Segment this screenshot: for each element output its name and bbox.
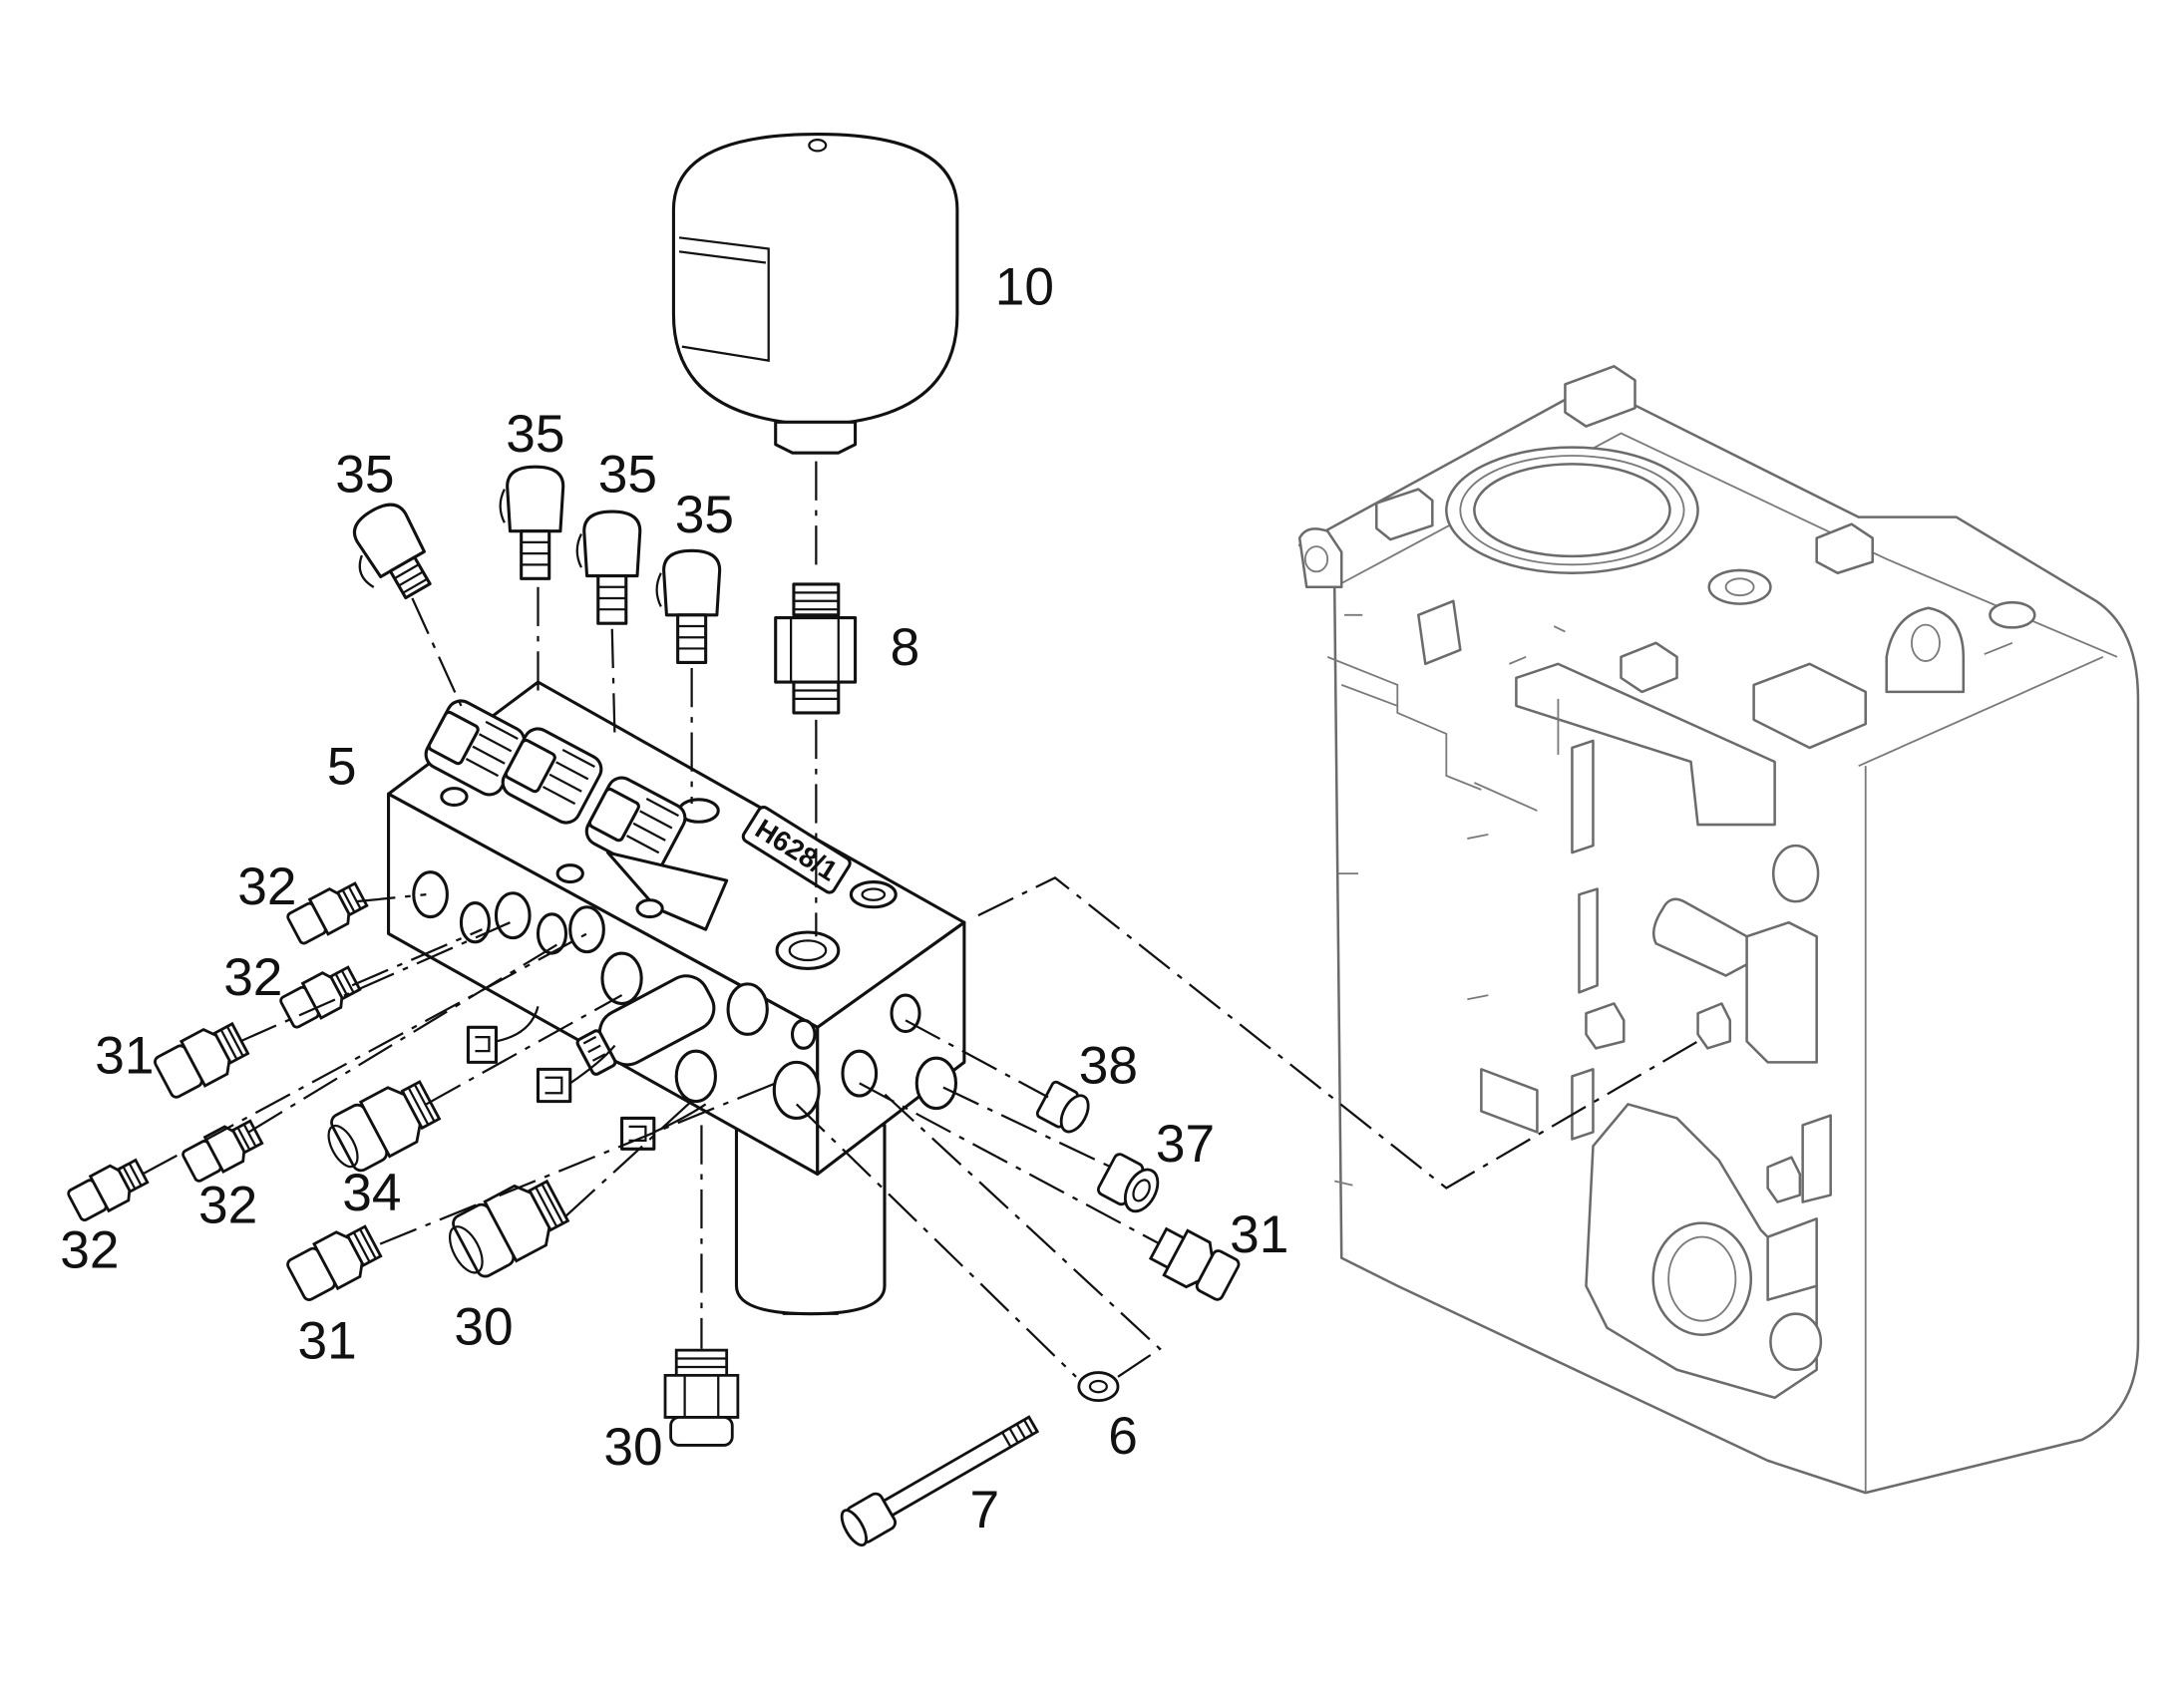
callout-10: 10 [995, 258, 1054, 317]
callout-7: 7 [969, 1481, 999, 1539]
callout-31-left: 31 [95, 1027, 154, 1086]
callout-32-upper: 32 [237, 857, 296, 916]
callout-6: 6 [1108, 1407, 1138, 1466]
callout-5: 5 [327, 737, 357, 796]
washer-6 [1077, 1371, 1120, 1403]
callout-35-right: 35 [675, 486, 734, 544]
callout-31-right: 31 [1230, 1205, 1288, 1264]
frame-housing [1297, 365, 2140, 1495]
callout-30-left: 30 [454, 1298, 513, 1357]
callout-30-bottom: 30 [603, 1418, 662, 1477]
callout-34: 34 [342, 1164, 401, 1222]
accumulator-10 [671, 133, 959, 455]
callout-35-left: 35 [335, 445, 394, 504]
fitting-8 [774, 582, 858, 715]
callout-38: 38 [1079, 1036, 1138, 1095]
callout-numbers: 10 35 35 35 35 8 5 32 32 31 32 32 34 31 … [60, 258, 1288, 1540]
callout-32-second: 32 [223, 948, 282, 1007]
callout-32-third: 32 [198, 1177, 257, 1235]
callout-35-second: 35 [506, 405, 564, 464]
leader-lines [142, 461, 1699, 1378]
callout-35-third: 35 [598, 445, 657, 504]
callout-37: 37 [1156, 1115, 1215, 1174]
port-fittings [67, 881, 1241, 1547]
callout-8: 8 [891, 618, 920, 677]
valve-block-5: H628/1 [387, 680, 966, 1316]
sensor-caps-35 [352, 465, 722, 664]
callout-32-lower: 32 [60, 1220, 119, 1279]
bolt-7 [840, 1415, 1040, 1547]
callout-31-lower: 31 [297, 1312, 356, 1371]
